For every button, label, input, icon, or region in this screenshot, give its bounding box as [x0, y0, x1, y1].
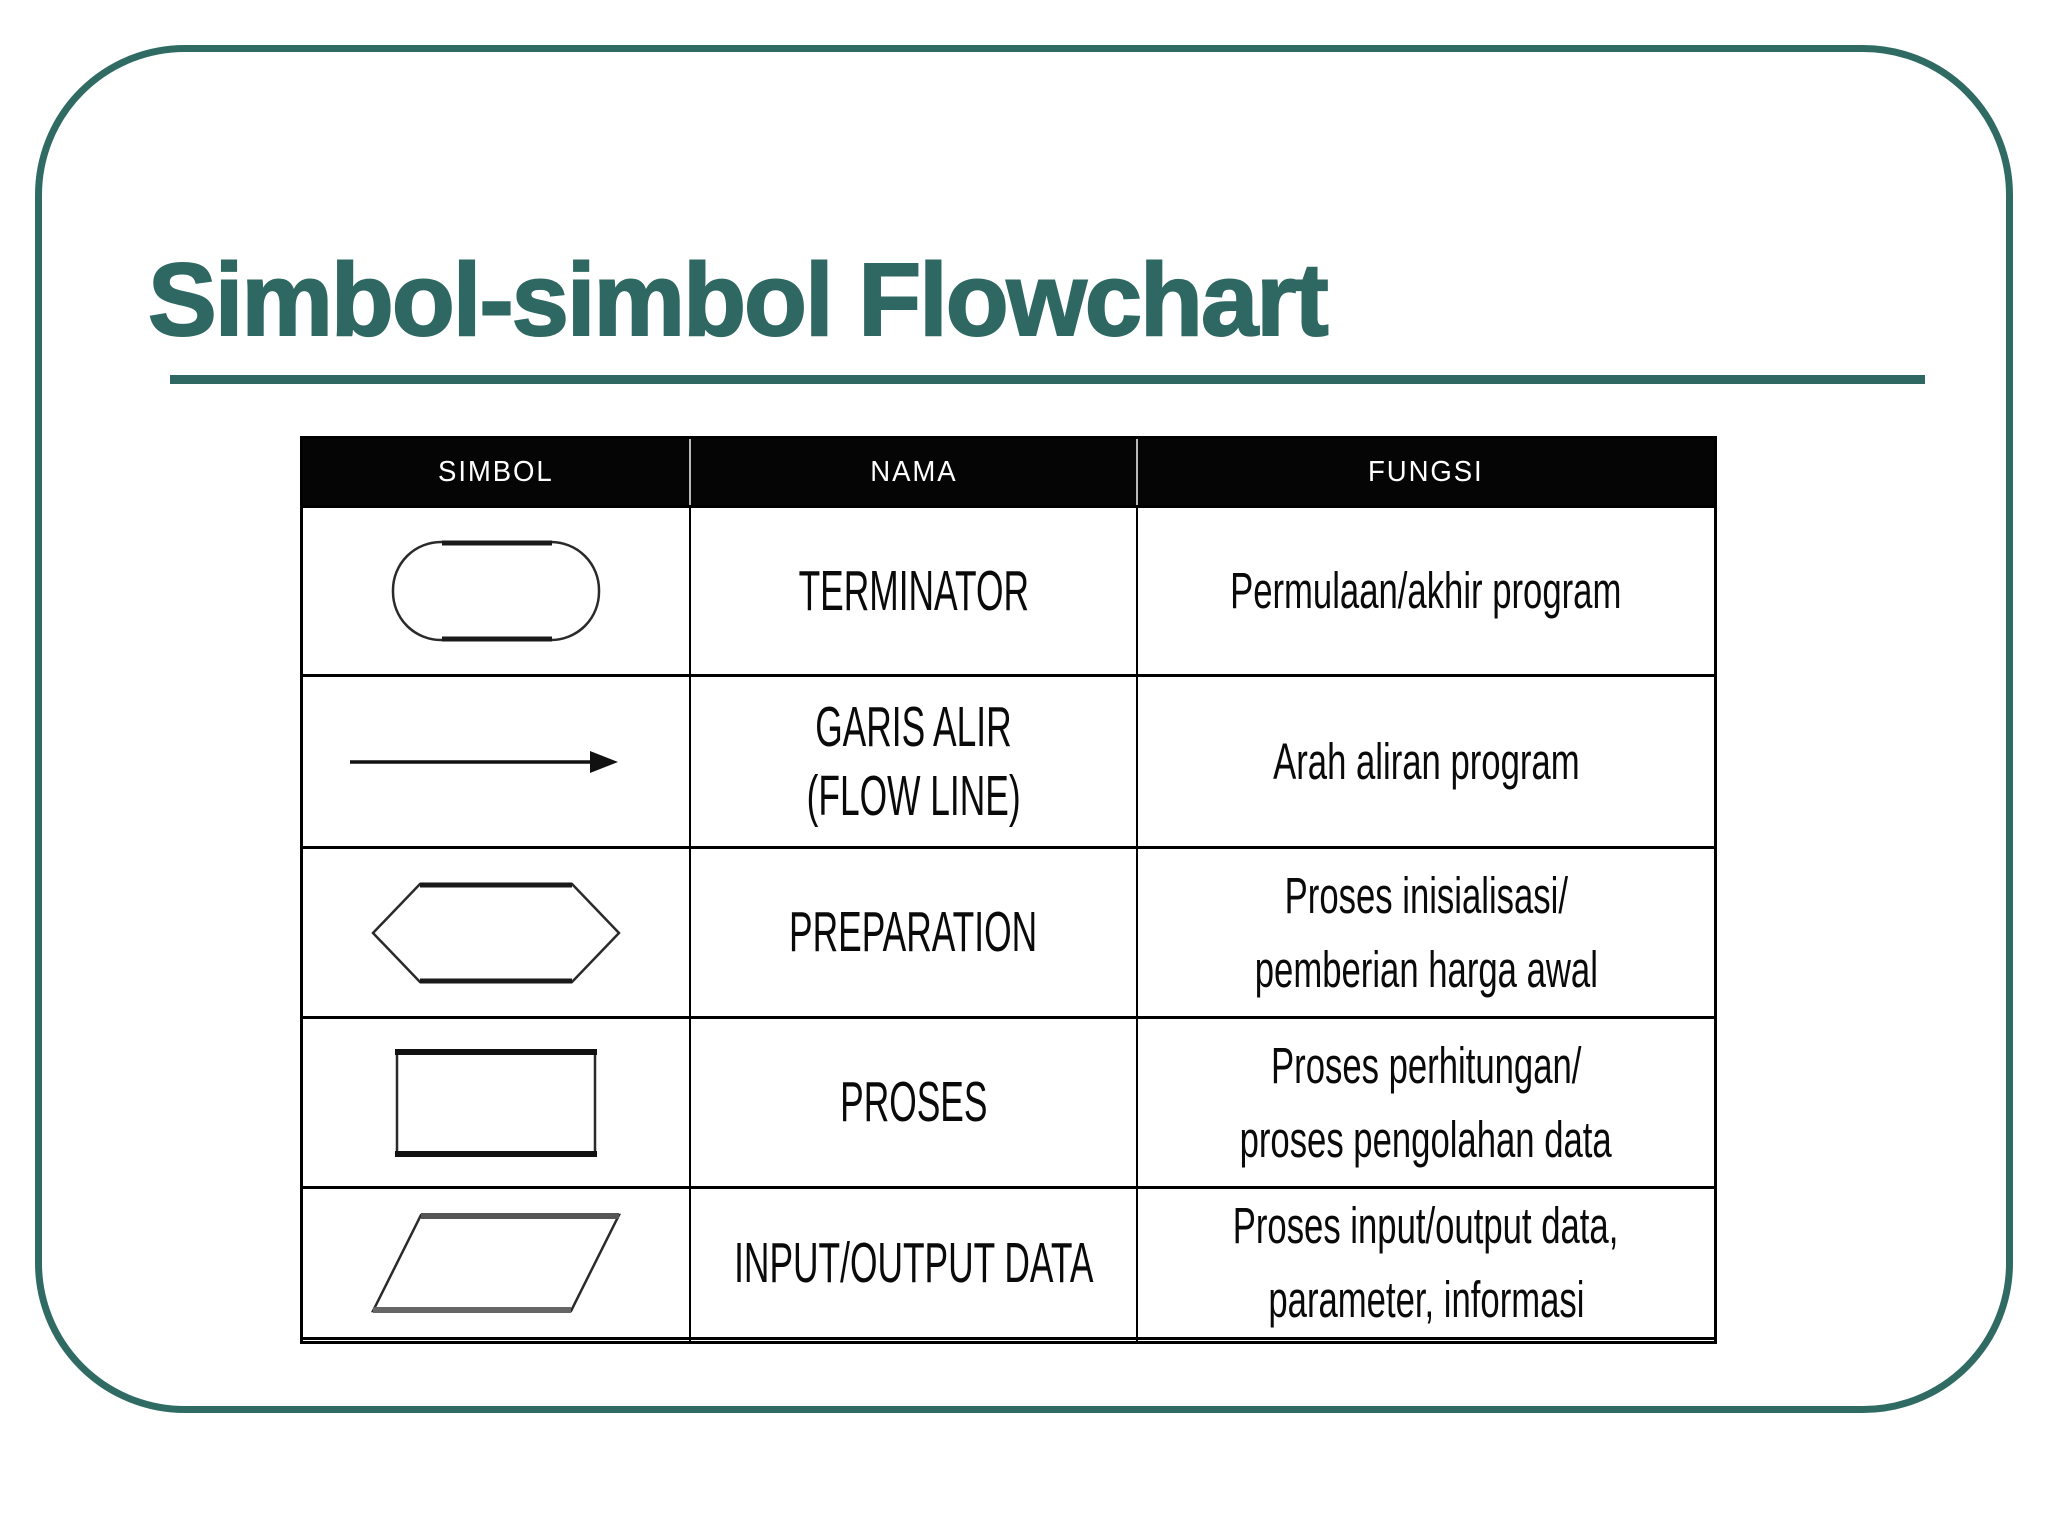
function-line: Proses perhitungan/	[1270, 1036, 1582, 1094]
slide-border	[35, 45, 2013, 1413]
header-label-simbol: SIMBOL	[438, 455, 554, 488]
title-underline	[170, 375, 1925, 384]
name-line: GARIS ALIR	[815, 695, 1012, 760]
process-rectangle-shape	[395, 1048, 597, 1157]
name-cell: PROSES	[689, 1019, 1136, 1186]
symbol-cell	[303, 677, 689, 846]
flow-line-arrow-shape	[349, 750, 618, 773]
header-cell-nama: NAMA	[689, 439, 1136, 505]
function-line: Proses inisialisasi/	[1284, 866, 1568, 924]
function-line: Permulaan/akhir program	[1230, 562, 1622, 620]
function-line: proses pengolahan data	[1239, 1110, 1613, 1168]
name-line: PROSES	[839, 1070, 988, 1135]
name-line: TERMINATOR	[798, 558, 1029, 623]
header-cell-simbol: SIMBOL	[303, 439, 689, 505]
header-label-fungsi: FUNGSI	[1368, 455, 1484, 488]
function-cell: Arah aliran program	[1136, 677, 1714, 846]
table-row: TERMINATOR Permulaan/akhir program	[303, 505, 1714, 674]
function-line: parameter, informasi	[1267, 1271, 1585, 1328]
name-line: (FLOW LINE)	[806, 763, 1021, 828]
table-row: PREPARATION Proses inisialisasi/ pemberi…	[303, 846, 1714, 1016]
function-cell: Permulaan/akhir program	[1136, 508, 1714, 674]
table-stub-row	[303, 1337, 1714, 1341]
function-cell: Proses perhitungan/ proses pengolahan da…	[1136, 1019, 1714, 1186]
symbol-cell	[303, 508, 689, 674]
name-line: INPUT/OUTPUT DATA	[733, 1230, 1094, 1295]
table-row: PROSES Proses perhitungan/ proses pengol…	[303, 1016, 1714, 1186]
function-line: pemberian harga awal	[1254, 940, 1598, 998]
symbol-cell	[303, 1019, 689, 1186]
symbol-cell	[303, 1189, 689, 1337]
header-label-nama: NAMA	[869, 455, 958, 488]
page-title: Simbol-simbol Flowchart	[147, 242, 1330, 357]
function-line: Arah aliran program	[1272, 732, 1580, 790]
table-row: GARIS ALIR (FLOW LINE) Arah aliran progr…	[303, 674, 1714, 846]
input-output-parallelogram-shape	[370, 1213, 622, 1313]
symbol-cell	[303, 849, 689, 1016]
name-cell: TERMINATOR	[689, 508, 1136, 674]
name-cell: PREPARATION	[689, 849, 1136, 1016]
preparation-hexagon-shape	[371, 882, 621, 983]
table-header-row: SIMBOL NAMA FUNGSI	[303, 439, 1714, 505]
terminator-shape	[391, 540, 601, 642]
name-cell: INPUT/OUTPUT DATA	[689, 1189, 1136, 1337]
function-line: Proses input/output data,	[1233, 1197, 1619, 1255]
flowchart-symbols-table: SIMBOL NAMA FUNGSI TERMINATOR Permulaan/…	[300, 436, 1717, 1344]
function-cell: Proses inisialisasi/ pemberian harga awa…	[1136, 849, 1714, 1016]
header-cell-fungsi: FUNGSI	[1136, 439, 1714, 505]
name-line: PREPARATION	[789, 900, 1038, 965]
function-cell: Proses input/output data, parameter, inf…	[1136, 1189, 1714, 1337]
name-cell: GARIS ALIR (FLOW LINE)	[689, 677, 1136, 846]
table-row: INPUT/OUTPUT DATA Proses input/output da…	[303, 1186, 1714, 1337]
